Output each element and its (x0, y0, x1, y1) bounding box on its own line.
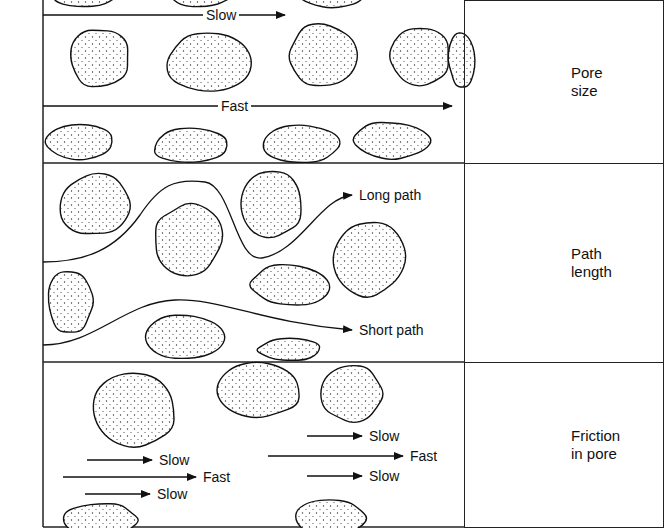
soil-particle (155, 128, 227, 162)
flow-label: Slow (156, 453, 192, 467)
flow-label: Slow (154, 487, 190, 501)
soil-particle (64, 504, 139, 528)
soil-particle (173, 0, 228, 7)
flow-label: Slow (366, 429, 402, 443)
soil-particle (71, 30, 128, 86)
soil-particle (289, 24, 357, 86)
category-cell: Pore size (464, 0, 664, 164)
soil-particle (217, 362, 299, 417)
frame (43, 0, 464, 527)
soil-particle (156, 203, 223, 276)
flow-label: Slow (366, 469, 402, 483)
soil-particle (299, 0, 362, 8)
soil-particles (45, 0, 475, 528)
soil-particle (241, 172, 301, 238)
soil-particle (333, 223, 405, 298)
soil-particle (93, 373, 174, 447)
category-label: Path length (571, 245, 633, 281)
soil-particle (296, 500, 367, 528)
category-label: Pore size (571, 64, 633, 100)
flow-label: Long path (356, 188, 424, 202)
soil-particle (250, 265, 330, 305)
soil-particle (45, 125, 112, 160)
soil-particle (321, 366, 383, 423)
soil-particle (263, 125, 340, 162)
category-cell: Friction in pore (464, 362, 664, 528)
flow-arrows (43, 15, 452, 494)
soil-particle (48, 272, 93, 332)
soil-particle (390, 29, 448, 86)
category-label: Friction in pore (571, 427, 633, 463)
flow-label: Slow (203, 8, 239, 22)
category-cell: Path length (464, 163, 664, 363)
flow-label: Fast (218, 99, 251, 113)
soil-particle (448, 33, 475, 87)
soil-particle (60, 173, 130, 233)
soil-particle (53, 0, 115, 7)
soil-particle (167, 33, 251, 91)
flow-label: Fast (200, 470, 233, 484)
flow-label: Fast (407, 449, 440, 463)
soil-particle (257, 338, 319, 360)
flow-label: Short path (356, 323, 427, 337)
soil-particle (353, 122, 431, 159)
soil-particle (146, 315, 225, 358)
